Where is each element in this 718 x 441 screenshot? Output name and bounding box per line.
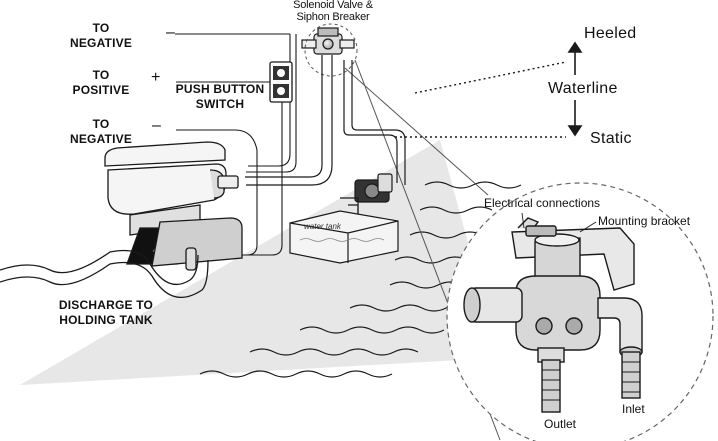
symbol-plus: + [151, 69, 161, 86]
label-static: Static [590, 130, 632, 147]
solenoid-valve-small [301, 27, 355, 55]
discharge-hose [0, 249, 209, 298]
hoses [245, 55, 406, 186]
label-solenoid-valve: Solenoid Valve &Siphon Breaker [293, 0, 373, 23]
label-electrical-connections: Electrical connections [484, 196, 601, 210]
symbol-minus-bottom: – [152, 117, 161, 134]
label-heeled: Heeled [584, 25, 637, 42]
water-tank [289, 210, 399, 264]
zoom-line-top [344, 67, 489, 196]
toilet [104, 141, 243, 271]
pointer-bracket [579, 221, 597, 233]
push-button-switch [269, 61, 293, 103]
wires [175, 33, 297, 256]
symbol-minus-top: – [166, 24, 175, 41]
label-waterline: Waterline [548, 80, 618, 97]
label-mounting-bracket: Mounting bracket [598, 214, 691, 228]
waterline-arrows [567, 41, 583, 137]
label-outlet: Outlet [544, 417, 577, 431]
solenoid-valve-detail [463, 217, 643, 413]
pointer-electrical [521, 212, 525, 229]
heeled-line [414, 61, 567, 94]
label-inlet: Inlet [622, 402, 645, 416]
solenoid-zoom-circle-small [304, 23, 358, 77]
label-water-tank: water tank [304, 222, 341, 231]
pump [340, 173, 393, 218]
